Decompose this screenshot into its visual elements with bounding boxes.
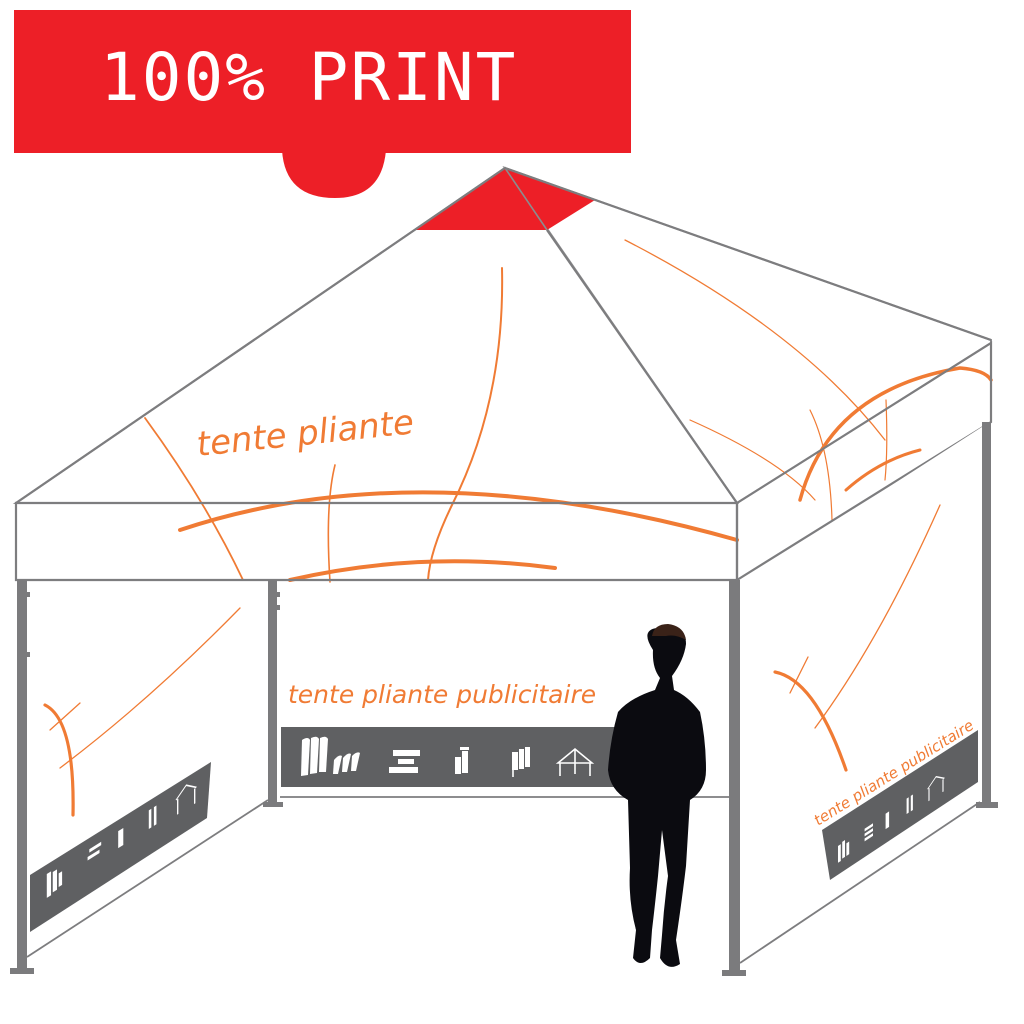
beach-flags-icon bbox=[842, 840, 845, 859]
right-wall-hem bbox=[739, 801, 981, 964]
beach-flags-icon bbox=[58, 871, 63, 888]
right-wall-fabric bbox=[740, 425, 985, 963]
banner-stack-icon bbox=[864, 828, 873, 837]
back-strip-icons bbox=[301, 736, 595, 777]
left-wall-swoosh bbox=[49, 702, 81, 731]
roof-hip-line bbox=[546, 229, 738, 504]
pole-back-right bbox=[982, 422, 991, 807]
beach-flags-icon bbox=[301, 736, 360, 776]
roof-swoosh bbox=[427, 267, 504, 581]
pole-foot bbox=[10, 968, 34, 974]
right-strip-icons bbox=[838, 776, 945, 863]
roof-swoosh bbox=[327, 464, 336, 583]
tent-icon bbox=[175, 784, 197, 815]
person-silhouette bbox=[608, 624, 706, 967]
roof-swoosh bbox=[689, 419, 816, 501]
banner-stack-icon bbox=[89, 841, 102, 853]
left-wall-hem bbox=[26, 799, 269, 958]
roof-hip-line-top bbox=[504, 167, 548, 231]
roof-swoosh bbox=[288, 559, 557, 582]
pole-notch bbox=[277, 605, 280, 610]
pole-notch bbox=[27, 592, 30, 597]
roof-swoosh bbox=[844, 448, 922, 492]
flag-banners-icon bbox=[512, 747, 530, 777]
pole-notch bbox=[27, 652, 30, 657]
banner-stack-icon bbox=[389, 750, 420, 773]
banner-tab bbox=[282, 150, 386, 198]
roof-swoosh bbox=[624, 239, 886, 441]
pole-back-left bbox=[268, 580, 277, 806]
banner-stack-icon bbox=[864, 833, 873, 842]
roll-up-banners-icon bbox=[118, 827, 124, 849]
right-wall-swoosh bbox=[773, 670, 848, 772]
roof-swoosh bbox=[809, 409, 833, 521]
left-wall bbox=[26, 583, 269, 958]
flag-banners-icon bbox=[910, 794, 913, 812]
roof-peak-front bbox=[415, 168, 547, 230]
person-hair bbox=[652, 624, 686, 640]
roof-peak-right bbox=[505, 168, 595, 230]
tent-icon bbox=[555, 747, 595, 776]
pole-foot bbox=[263, 802, 283, 807]
left-strip-icons bbox=[46, 784, 197, 898]
flag-banners-icon bbox=[148, 808, 152, 830]
pole-foot bbox=[722, 970, 746, 976]
right-wall: tente pliante publicitaire bbox=[739, 425, 985, 964]
roof-edge-right bbox=[504, 166, 992, 342]
banner-rect bbox=[14, 10, 631, 153]
pole-notch bbox=[277, 592, 280, 597]
roof-swoosh bbox=[798, 366, 993, 502]
beach-flags-icon bbox=[846, 841, 850, 856]
flag-banners-icon bbox=[906, 797, 909, 815]
pole-front-right bbox=[729, 580, 740, 973]
banner-title: 100% PRINT bbox=[100, 39, 517, 116]
right-wall-product-strip bbox=[822, 730, 978, 880]
tent-frame bbox=[10, 422, 998, 976]
person-body bbox=[608, 626, 706, 967]
pole-front-left bbox=[17, 580, 27, 972]
right-wall-swoosh bbox=[789, 656, 809, 694]
roll-up-banners-icon bbox=[885, 811, 890, 830]
roll-up-banners-icon bbox=[455, 747, 469, 774]
roof-edge-left bbox=[15, 167, 506, 504]
print-banner: 100% PRINT bbox=[14, 10, 631, 198]
beach-flags-icon bbox=[52, 869, 58, 893]
pole-foot bbox=[976, 802, 998, 808]
flag-banners-icon bbox=[153, 805, 157, 826]
back-wall-product-strip bbox=[281, 727, 623, 787]
left-wall-product-strip bbox=[30, 762, 211, 932]
banner-stack-icon bbox=[87, 849, 100, 861]
left-wall-swoosh bbox=[59, 607, 241, 769]
tent-icon bbox=[927, 776, 945, 802]
roof-swoosh bbox=[178, 490, 739, 542]
right-wall-swoosh bbox=[814, 504, 941, 729]
roof-swoosh bbox=[144, 417, 244, 581]
beach-flags-icon bbox=[46, 871, 52, 898]
back-wall-label: tente pliante publicitaire bbox=[288, 680, 596, 709]
left-wall-swoosh bbox=[43, 703, 75, 817]
banner-stack-icon bbox=[864, 823, 873, 832]
beach-flags-icon bbox=[838, 844, 841, 863]
